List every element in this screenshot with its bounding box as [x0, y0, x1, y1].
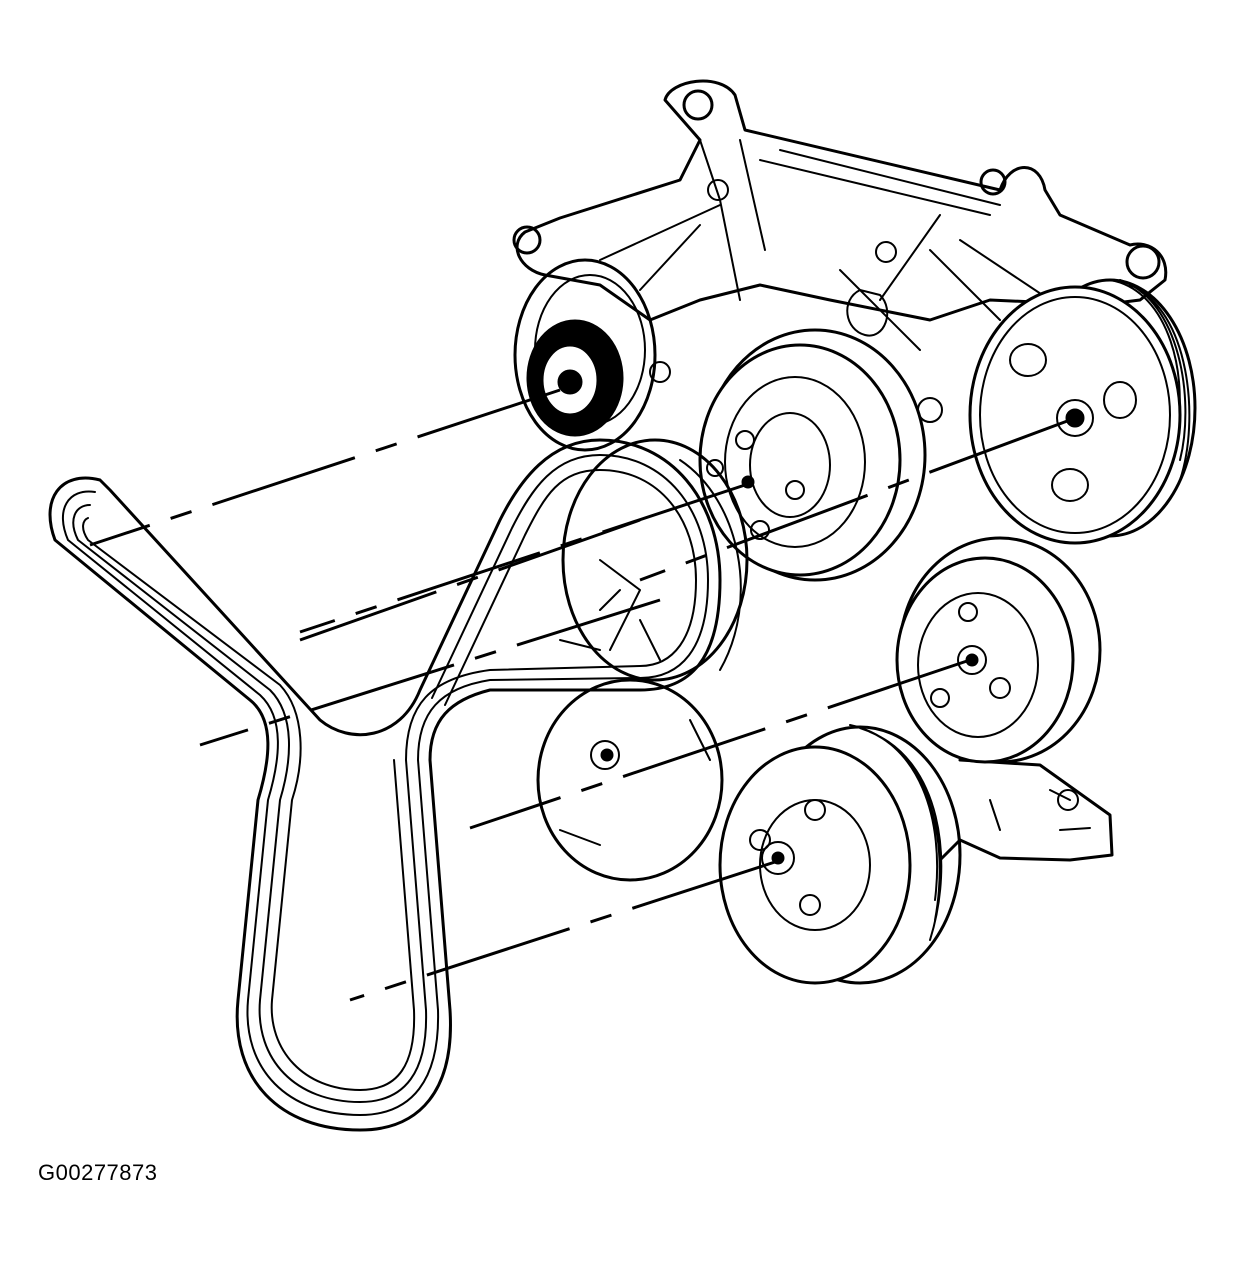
water-pump-pulley [968, 278, 1197, 545]
power-steering-pulley [698, 328, 927, 582]
crankshaft-pulley [718, 724, 962, 985]
idler-pulley [559, 438, 749, 682]
alignment-lines [89, 388, 1071, 1002]
compressor-pulley [536, 678, 724, 882]
serpentine-drive-belt [48, 438, 722, 1132]
lower-bracket [938, 758, 1114, 862]
accessory-bracket [512, 79, 1168, 423]
generator-pulley [513, 258, 657, 452]
tensioner-pulley [895, 536, 1102, 764]
figure-id-label: G00277873 [38, 1160, 158, 1185]
